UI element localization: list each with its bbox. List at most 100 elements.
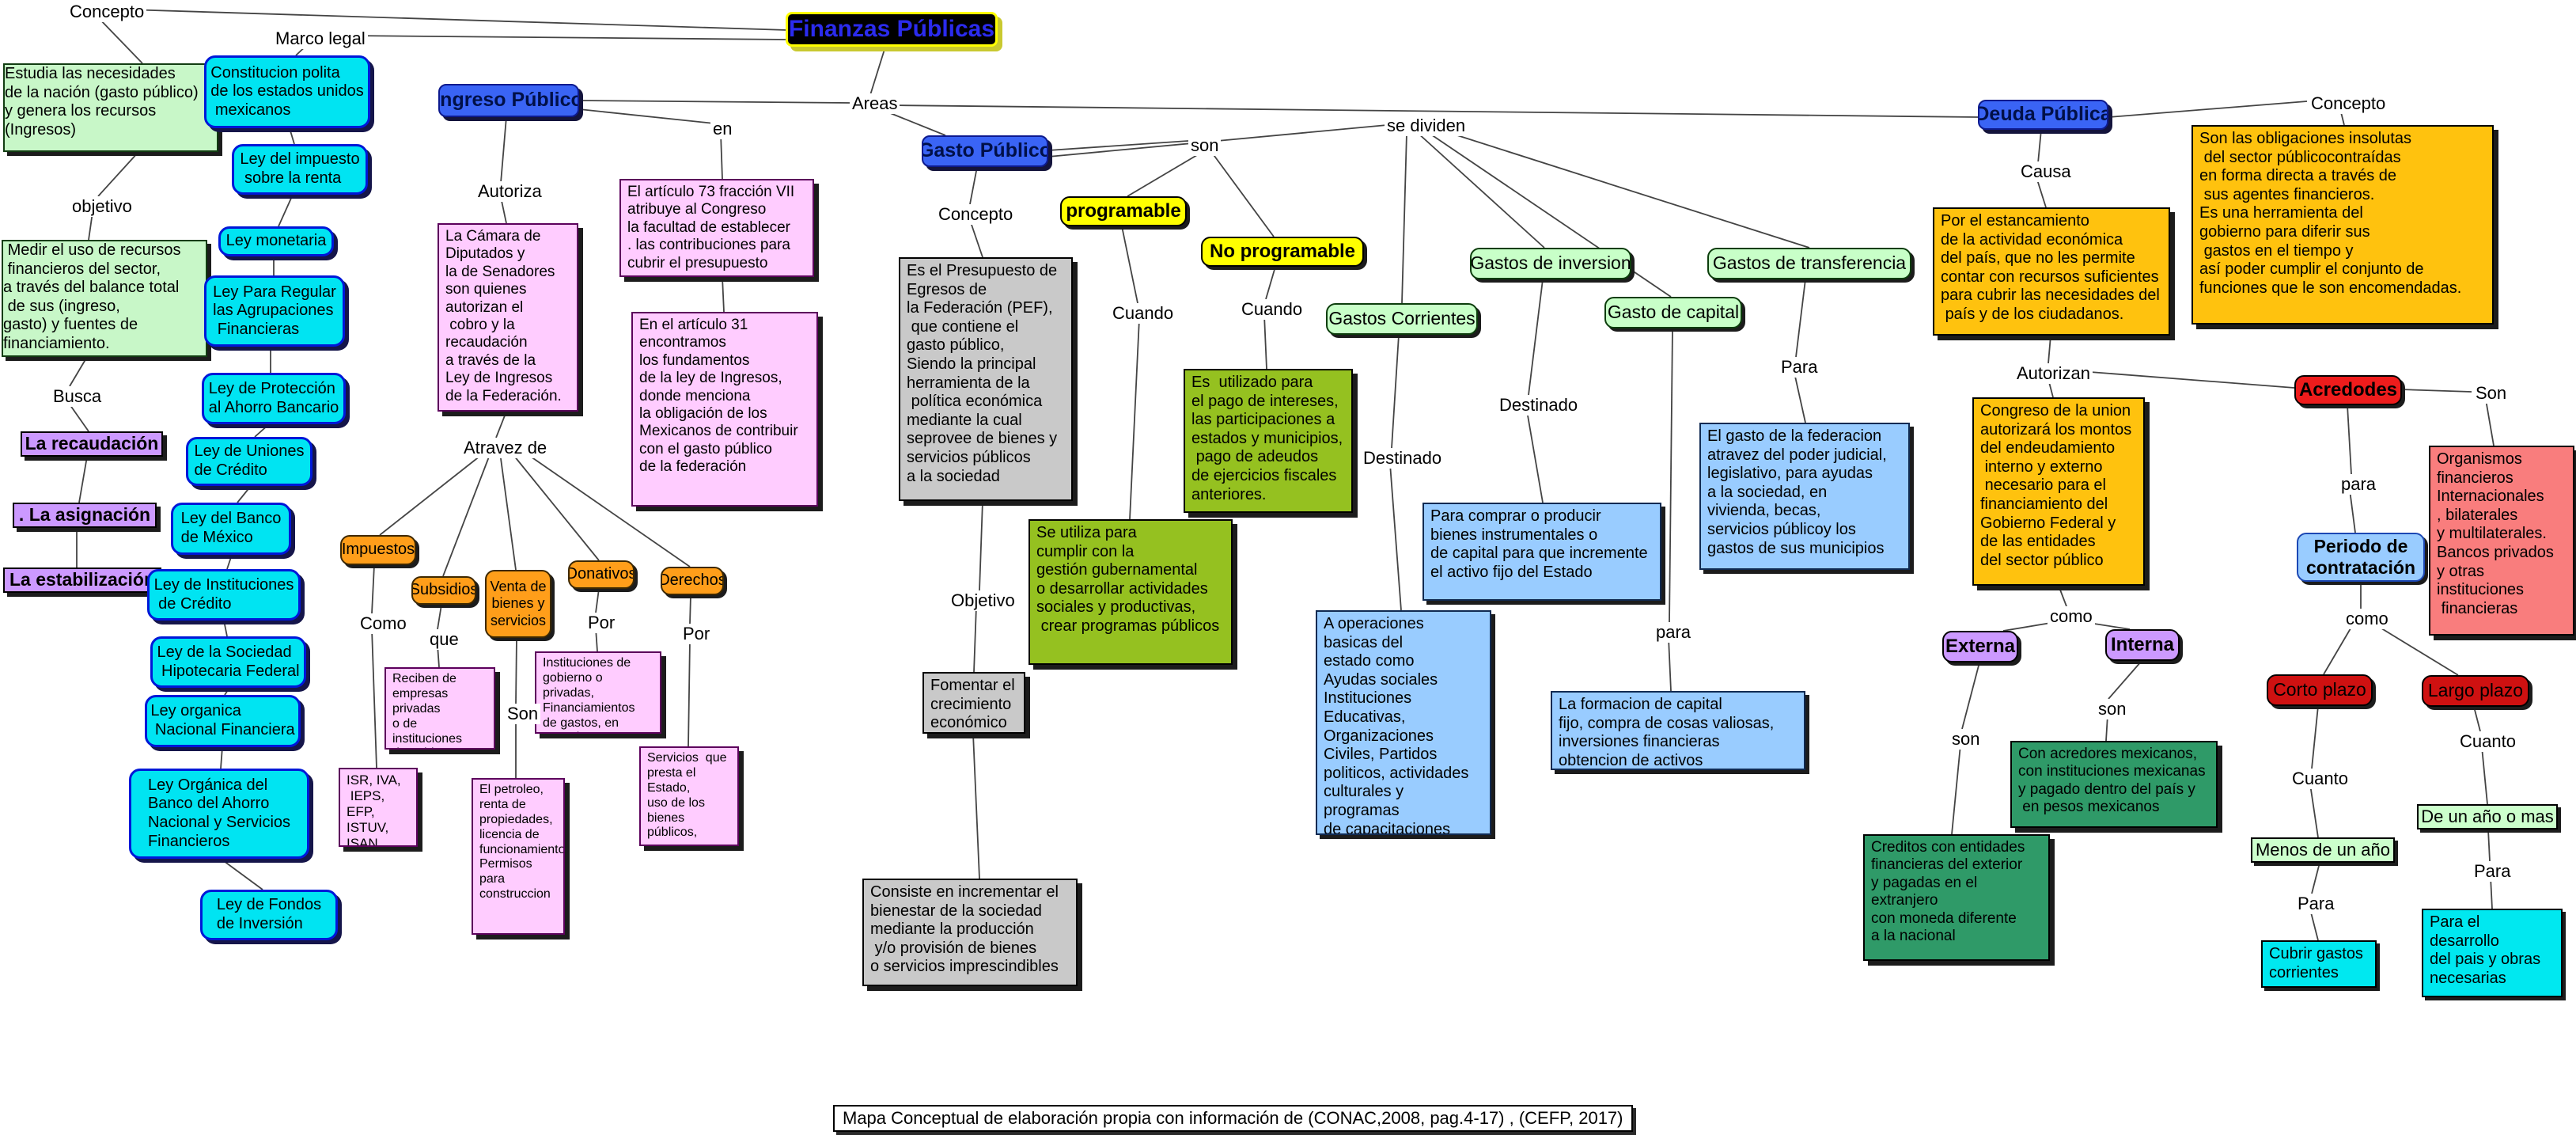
node-reciben: Reciben de empresas privadas o de instit…: [385, 667, 495, 750]
edge-label-causa: Causa: [2018, 161, 2074, 182]
node-menos-ano: Menos de un año: [2251, 837, 2395, 863]
node-servicios-estado: Servicios que presta el Estado, uso de l…: [639, 746, 739, 846]
edge-label-son-interna: son: [2096, 699, 2129, 719]
map-caption: Mapa Conceptual de elaboración propia co…: [833, 1105, 1633, 1132]
edge-label-objetivo: objetivo: [70, 196, 134, 217]
edge-label-concepto-deuda: Concepto: [2309, 93, 2388, 114]
node-programable: programable: [1060, 196, 1187, 226]
edge-label-por-derechos: Por: [680, 624, 713, 644]
edge-label-concepto-left: Concepto: [67, 2, 147, 22]
edge-label-concepto-gasto: Concepto: [936, 204, 1016, 225]
node-ley-impuesto-renta: Ley del impuesto sobre la renta: [232, 144, 368, 195]
node-la-asignacion: . La asignación: [13, 503, 157, 528]
node-derechos: Derechos: [661, 567, 724, 595]
node-externa: Externa: [1942, 631, 2018, 662]
node-medir: Medir el uso de recursos financieros del…: [2, 240, 207, 357]
node-gastos-transferencia: Gastos de transferencia: [1707, 248, 1911, 279]
node-ley-sociedad-hipotecaria: Ley de la Sociedad Hipotecaria Federal: [150, 636, 306, 688]
node-a-operaciones: A operaciones basicas del estado como Ay…: [1316, 610, 1491, 835]
node-interna: Interna: [2105, 629, 2180, 661]
node-estudia: Estudia las necesidades de la nación (ga…: [3, 63, 218, 152]
edge-label-destinado-inversion: Destinado: [1497, 395, 1581, 416]
node-para-desarrollo: Para el desarrollo del pais y obras nece…: [2422, 909, 2563, 997]
edge-label-por-donativos: Por: [585, 613, 618, 633]
node-ley-agrupaciones: Ley Para Regular las Agrupaciones Financ…: [204, 275, 345, 347]
node-acredodes: Acredodes: [2294, 375, 2402, 405]
node-gastos-inversion: Gastos de inversion: [1470, 248, 1631, 279]
edge-label-cuando-no-programable: Cuando: [1239, 299, 1305, 320]
edge-label-son-venta: Son: [505, 704, 541, 724]
node-la-recaudacion: La recaudación: [21, 431, 163, 457]
node-la-formacion: La formacion de capital fijo, compra de …: [1551, 691, 1805, 770]
node-donativos: Donativos: [568, 560, 635, 589]
edge-label-autorizan: Autorizan: [2014, 363, 2093, 384]
edge-label-para-transferencia: Para: [1779, 357, 1820, 378]
node-camara: La Cámara de Diputados y la de Senadores…: [438, 223, 578, 412]
edge-label-cuanto-largo: Cuanto: [2457, 731, 2518, 752]
node-ley-fondos-inversion: Ley de Fondos de Inversión: [200, 890, 338, 940]
node-creditos-exterior: Creditos con entidades financieras del e…: [1863, 834, 2050, 961]
node-petroleo: El petroleo, renta de propiedades, licen…: [472, 778, 565, 935]
node-ley-monetaria: Ley monetaria: [218, 226, 334, 256]
node-venta-bienes: Venta de bienes y servicios: [485, 570, 551, 638]
edge-label-que: que: [427, 629, 461, 650]
node-constitucion: Constitucion polita de los estados unido…: [204, 55, 370, 128]
edge-label-son-gasto: son: [1188, 135, 1222, 156]
node-deuda-publica: Deuda Pública: [1978, 100, 2108, 130]
node-consiste: Consiste en incrementar el bienestar de …: [862, 879, 1078, 986]
edge-label-cuanto-corto: Cuanto: [2290, 769, 2351, 789]
node-presupuesto-egresos: Es el Presupuesto de Egresos de la Feder…: [899, 257, 1073, 501]
edge-label-como-congreso: como: [2048, 606, 2095, 627]
node-impuestos: Impuestos: [340, 535, 416, 565]
edge-label-cuando-programable: Cuando: [1110, 303, 1176, 324]
node-corto-plazo: Corto plazo: [2267, 674, 2373, 706]
node-isr-iva: ISR, IVA, IEPS, EFP, ISTUV, ISAN: [339, 768, 418, 847]
node-instituciones-gobierno: Instituciones de gobierno o privadas, Fi…: [535, 651, 661, 734]
node-finanzas-title: Finanzas Públicas: [786, 12, 998, 47]
node-ley-instituciones-credito: Ley de Instituciones de Crédito: [147, 569, 301, 621]
edge-label-autoriza: Autoriza: [475, 181, 544, 202]
node-para-comprar: Para comprar o producir bienes instrumen…: [1422, 503, 1661, 601]
edge-label-son-externa: son: [1949, 729, 1983, 750]
edge-label-se-dividen: se dividen: [1385, 116, 1468, 136]
node-con-acredores: Con acredores mexicanos, con institucion…: [2010, 741, 2218, 828]
node-subsidios: Subsidios: [411, 576, 476, 605]
node-de-un-ano: De un año o mas: [2417, 804, 2558, 829]
edge-label-para-corto: Para: [2295, 894, 2337, 914]
node-la-estabilizacion: La estabilización: [3, 568, 161, 593]
node-son-obligaciones: Son las obligaciones insolutas del secto…: [2191, 125, 2494, 325]
node-por-estancamiento: Por el estancamiento de la actividad eco…: [1933, 207, 2170, 336]
edge-label-objetivo-gasto: Objetivo: [949, 590, 1017, 611]
node-ley-banco-mexico: Ley del Banco de México: [171, 503, 291, 555]
edge-label-para-acredodes: para: [2339, 474, 2379, 495]
node-ley-uniones-credito: Ley de Uniones de Crédito: [186, 437, 313, 486]
node-periodo-contratacion: Periodo de contratación: [2297, 533, 2425, 582]
node-articulo-73: El artículo 73 fracción VII atribuye al …: [619, 179, 814, 277]
node-gasto-capital: Gasto de capital: [1604, 297, 1742, 328]
edge-label-para-largo: Para: [2472, 861, 2513, 882]
node-gasto-publico: Gasto Público: [922, 135, 1048, 167]
edge-label-destinado-corrientes: Destinado: [1361, 448, 1445, 469]
edge-label-como-periodo: como: [2343, 609, 2391, 629]
node-gastos-corrientes: Gastos Corrientes: [1326, 303, 1478, 335]
edge-label-como-impuestos: Como: [358, 613, 409, 634]
edge-label-busca: Busca: [51, 386, 104, 407]
node-ingreso-publico: Ingreso Público: [438, 84, 579, 117]
edge-label-marco-legal: Marco legal: [273, 28, 368, 49]
node-el-gasto-federacion: El gasto de la federacion atravez del po…: [1699, 423, 1910, 570]
node-cubrir-gastos: Cubrir gastos corrientes: [2261, 940, 2377, 988]
edge-label-son-acredodes: Son: [2473, 383, 2510, 404]
node-ley-organica-banco-ahorro: Ley Orgánica del Banco del Ahorro Nacion…: [129, 769, 309, 859]
edge-label-atravez-de: Atravez de: [461, 438, 550, 458]
node-ley-proteccion-ahorro: Ley de Protección al Ahorro Bancario: [202, 373, 346, 424]
edge-label-areas: Areas: [850, 93, 900, 114]
edge-label-para-capital: para: [1654, 622, 1694, 643]
node-congreso-union: Congreso de la union autorizará los mont…: [1972, 397, 2145, 586]
edge-label-en: en: [710, 119, 735, 139]
node-articulo-31: En el artículo 31 encontramos los fundam…: [631, 312, 818, 507]
node-largo-plazo: Largo plazo: [2422, 675, 2529, 707]
node-organismos: Organismos financieros Internacionales ,…: [2429, 446, 2574, 636]
node-es-utilizado: Es utilizado para el pago de intereses, …: [1184, 369, 1353, 513]
